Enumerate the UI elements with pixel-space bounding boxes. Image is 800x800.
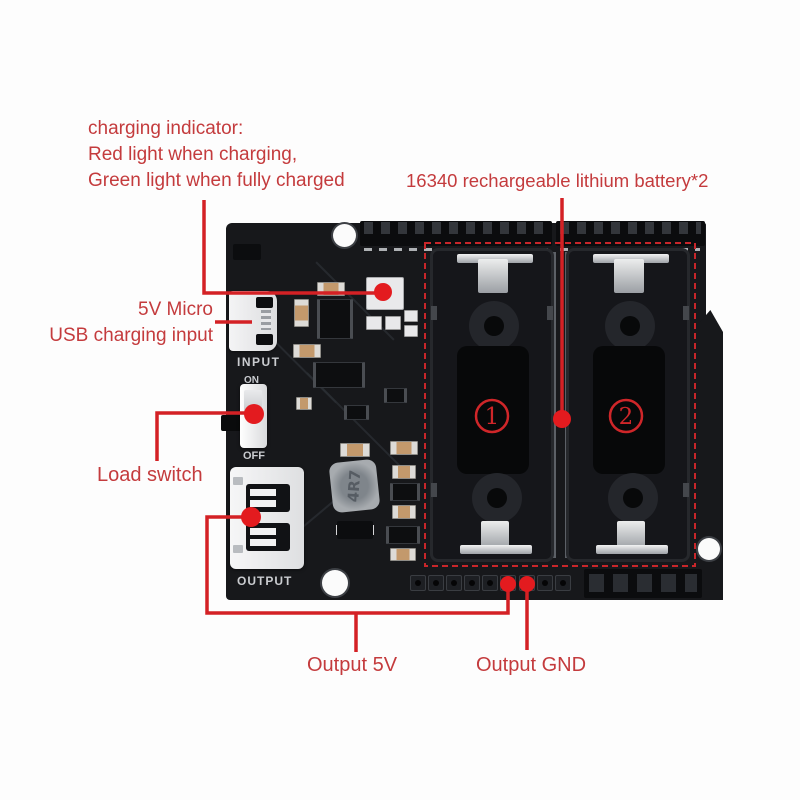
smd-component — [366, 316, 382, 330]
usb-contact — [250, 528, 276, 535]
inductor-marking: 4R7 — [344, 469, 365, 503]
holder-notch — [683, 306, 689, 320]
usb-contacts — [261, 310, 271, 330]
off-silkscreen-label: OFF — [243, 450, 265, 462]
battery-label: 16340 rechargeable lithium battery*2 — [406, 170, 709, 191]
bottom-header-sockets — [584, 569, 702, 598]
smd-component — [386, 526, 420, 544]
mounting-hole — [698, 538, 720, 560]
smd-component — [392, 505, 416, 519]
output-5v-pin — [500, 575, 516, 591]
charging-led — [366, 277, 404, 310]
switch-lever — [221, 415, 242, 431]
smd-component — [390, 548, 416, 561]
usb-slot — [246, 523, 290, 551]
holder-notch — [431, 306, 437, 320]
battery-holder-2 — [566, 248, 690, 562]
output-pin — [410, 575, 426, 591]
diode — [337, 521, 373, 539]
slide-switch — [240, 384, 267, 448]
smd-component — [390, 441, 418, 455]
usb-pad — [233, 545, 243, 553]
usb-slot — [246, 484, 290, 512]
smd-connector-pad — [233, 244, 261, 260]
mounting-hole — [333, 224, 356, 247]
charging-indicator-label: charging indicator: Red light when charg… — [88, 118, 345, 191]
holder-post — [469, 301, 519, 351]
battery-clip — [596, 545, 668, 554]
output-pin — [537, 575, 553, 591]
output-pin — [446, 575, 462, 591]
usb-a-output-port — [230, 467, 304, 569]
usb-contact — [250, 500, 276, 507]
smd-component — [404, 310, 418, 322]
output-pin — [555, 575, 571, 591]
smd-transistor — [384, 388, 407, 403]
micro-usb-port — [229, 291, 277, 351]
holder-post — [608, 473, 658, 523]
battery-clip — [460, 545, 532, 554]
top-pin-header-right — [556, 221, 705, 246]
battery-holder-1 — [430, 248, 554, 562]
usb-pin — [256, 297, 273, 308]
output-silkscreen-label: OUTPUT — [237, 574, 293, 588]
on-silkscreen-label: ON — [244, 375, 259, 386]
usb-pad — [233, 477, 243, 485]
holder-notch — [547, 306, 553, 320]
battery-slot — [457, 346, 529, 474]
smd-component — [340, 443, 370, 457]
power-inductor: 4R7 — [328, 458, 381, 514]
battery-clip — [478, 259, 508, 293]
smd-component — [404, 325, 418, 337]
usb-input-label: 5V Micro USB charging input — [49, 299, 213, 346]
pcb-board-right-edge — [700, 310, 723, 600]
output-gnd-label: Output GND — [476, 654, 587, 676]
holder-post — [605, 301, 655, 351]
smd-component — [293, 344, 321, 358]
smd-component — [317, 282, 345, 296]
battery-clip — [614, 259, 644, 293]
output-5v-label: Output 5V — [307, 654, 398, 676]
output-pin — [482, 575, 498, 591]
mounting-hole — [322, 570, 348, 596]
holder-post — [472, 473, 522, 523]
load-switch-label: Load switch — [97, 464, 203, 486]
smd-component — [344, 405, 369, 420]
output-pin — [428, 575, 444, 591]
smd-component — [392, 465, 416, 479]
top-pin-header-left — [360, 221, 552, 246]
smd-component — [385, 316, 401, 330]
boost-ic — [313, 362, 365, 388]
charger-ic — [317, 299, 353, 339]
smd-component — [294, 299, 309, 327]
usb-contact — [250, 489, 276, 496]
usb-contact — [250, 539, 276, 546]
smd-component — [296, 397, 312, 410]
output-pin — [464, 575, 480, 591]
holder-notch — [431, 483, 437, 497]
input-silkscreen-label: INPUT — [237, 355, 281, 369]
output-gnd-pin — [519, 575, 535, 591]
usb-pin — [256, 334, 273, 345]
smd-component — [390, 483, 420, 501]
battery-slot — [593, 346, 665, 474]
holder-notch — [683, 483, 689, 497]
